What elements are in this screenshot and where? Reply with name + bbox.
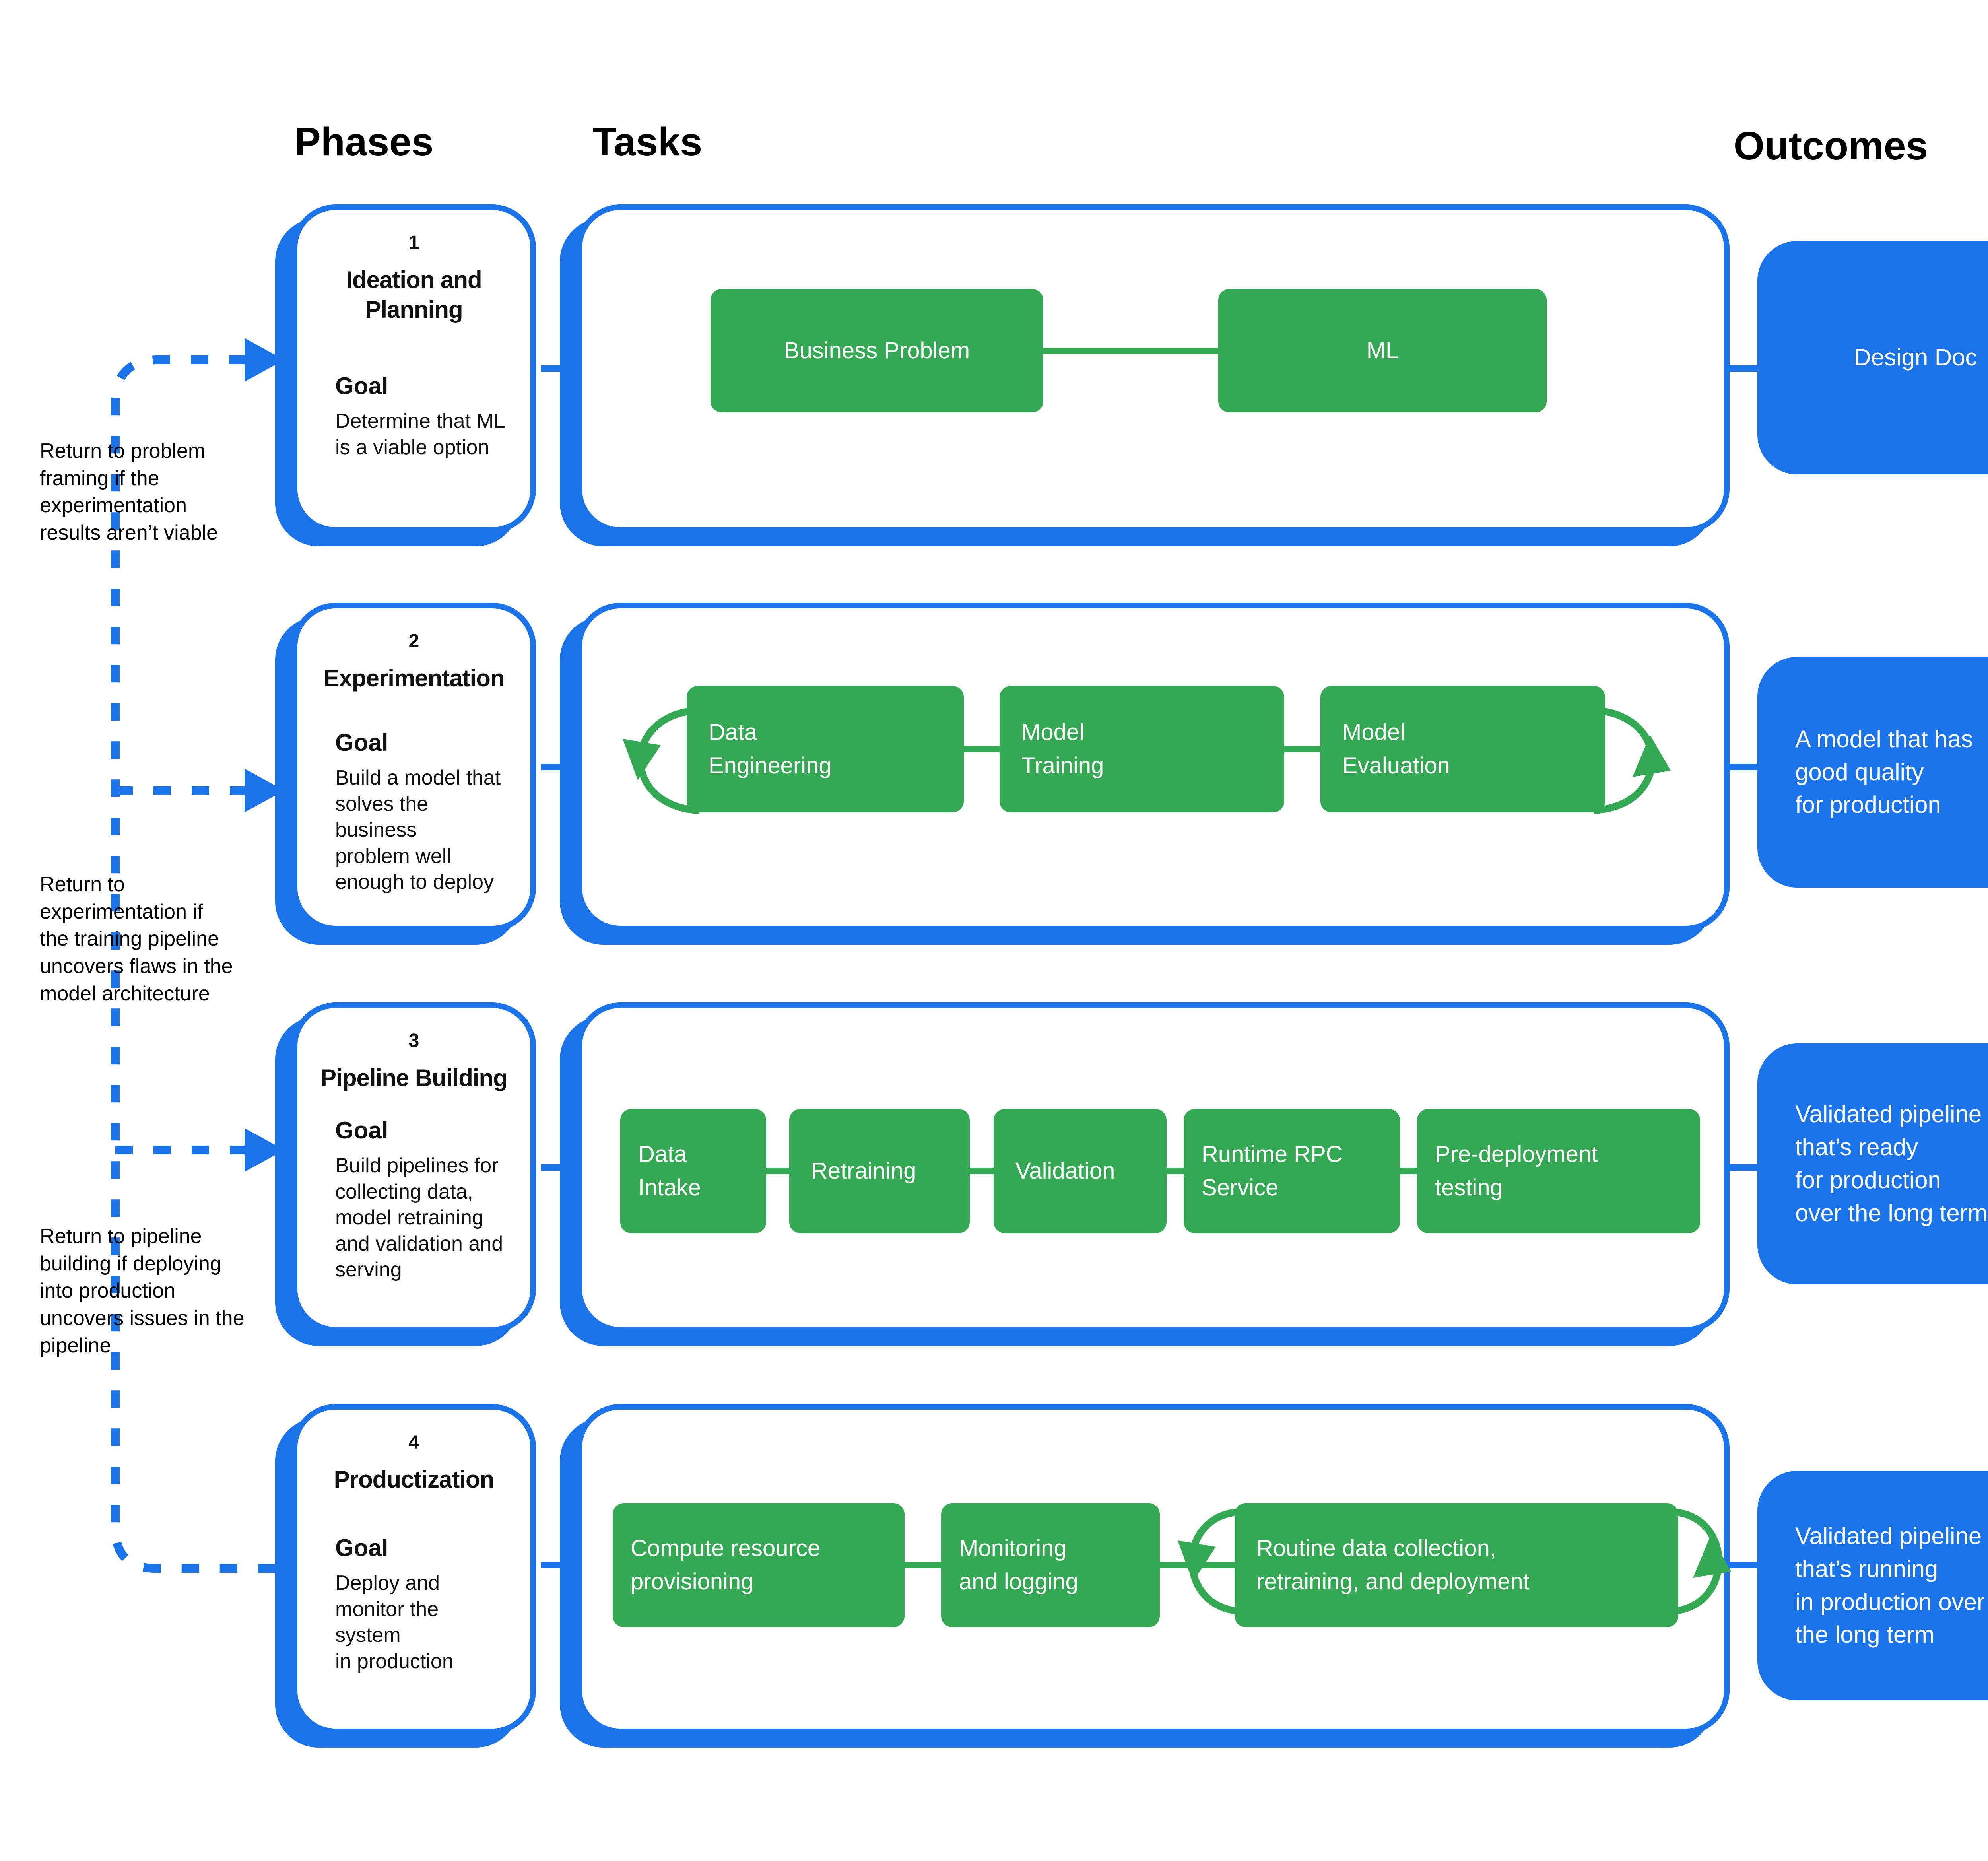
outcome-design-doc: Design Doc [1757,241,1988,474]
phase-title: Productization [334,1466,495,1493]
task-routine-data-collection-retraining-deployment: Routine data collection, retraining, and… [1235,1503,1678,1627]
task-retraining: Retraining [789,1109,970,1233]
connector-phase3-tasks [541,1164,584,1171]
phase-title: Pipeline Building [320,1065,508,1091]
task-connector [962,746,1002,752]
task-ml: ML [1218,289,1547,412]
task-monitoring-and-logging: Monitoring and logging [941,1503,1160,1627]
goal-label: Goal [335,1117,388,1144]
phase-number: 3 [408,1030,419,1051]
task-model-training: Model Training [1000,686,1284,812]
phase-number: 1 [408,232,419,253]
phase-card-pipeline-building: 3 Pipeline Building Goal Build pipelines… [292,1002,536,1333]
goal-text: Determine that ML is a viable option [335,410,505,459]
phase-card-experimentation: 2 Experimentation Goal Build a model tha… [292,603,536,931]
goal-label: Goal [335,729,388,756]
connector-phase1-tasks [541,365,584,372]
arrowhead-to-phase3-icon [245,1128,284,1172]
task-data-intake: Data Intake [620,1109,766,1233]
task-business-problem: Business Problem [711,289,1043,412]
arrowhead-to-phase1-icon [245,338,284,382]
outcome-validated-pipeline-ready: Validated pipeline that’s ready for prod… [1757,1043,1988,1284]
phase-title: Experimentation [323,665,505,692]
task-connector [904,1562,943,1568]
phase-card-ideation: 1 Ideation and Planning Goal Determine t… [292,204,536,533]
annotation-return-experimentation: Return to experimentation if the trainin… [40,873,233,1005]
task-connector [1166,1168,1184,1174]
phase-card-productization: 4 Productization Goal Deploy and monitor… [292,1404,536,1734]
task-data-engineering: Data Engineering [687,686,964,812]
goal-text: Build pipelines for collecting data, mod… [335,1154,503,1282]
task-compute-resource-provisioning: Compute resource provisioning [613,1503,905,1627]
goal-text: Build a model that solves the business p… [335,766,501,894]
goal-label: Goal [335,1535,388,1561]
arrowhead-to-phase2-icon [245,769,284,812]
goal-text: Deploy and monitor the system in product… [335,1572,454,1673]
task-connector [1159,1562,1235,1568]
goal-label: Goal [335,373,388,399]
outcome-model-good-quality: A model that has good quality for produc… [1757,657,1988,888]
column-header-phases: Phases [294,120,434,164]
task-pre-deployment-testing: Pre-deployment testing [1417,1109,1700,1233]
task-model-evaluation: Model Evaluation [1320,686,1605,812]
phase-number: 4 [408,1432,419,1453]
connector-phase2-tasks [541,764,584,770]
task-connector [969,1168,994,1174]
task-validation: Validation [994,1109,1167,1233]
tasks-panel-row3 [577,1002,1730,1333]
task-connector [1042,348,1221,354]
task-connector [1399,1168,1417,1174]
outcome-validated-pipeline-running: Validated pipeline that’s running in pro… [1757,1471,1988,1700]
annotation-return-pipeline-building: Return to pipeline building if deploying… [40,1225,245,1357]
phase-number: 2 [408,631,419,652]
column-header-tasks: Tasks [592,120,703,164]
task-connector [1283,746,1323,752]
connector-phase4-tasks [541,1562,584,1568]
annotation-return-problem-framing: Return to problem framing if the experim… [40,439,218,544]
task-connector [765,1168,789,1174]
task-runtime-rpc-service: Runtime RPC Service [1184,1109,1400,1233]
column-header-outcomes: Outcomes [1734,124,1928,168]
phase-title: Ideation and Planning [346,266,482,323]
